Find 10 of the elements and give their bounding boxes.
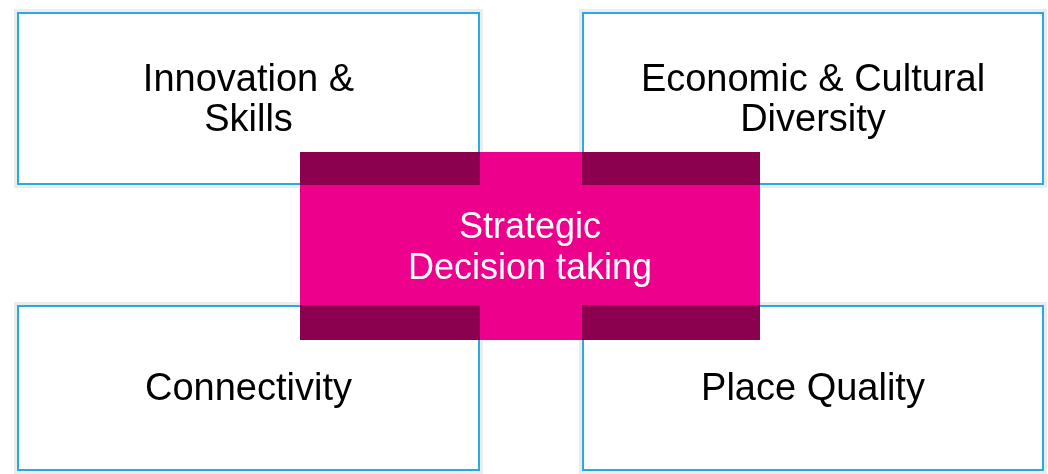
topic-label: Economic & Cultural Diversity bbox=[639, 58, 987, 139]
topic-label: Connectivity bbox=[145, 368, 352, 408]
topic-box bbox=[17, 12, 480, 185]
topic-label: Innovation & Skills bbox=[141, 58, 356, 139]
central-box bbox=[300, 152, 760, 340]
topic-label: Place Quality bbox=[701, 368, 925, 408]
topic-box bbox=[582, 305, 1044, 471]
central-label: Strategic Decision taking bbox=[406, 204, 654, 288]
topic-box bbox=[582, 12, 1044, 185]
topic-box bbox=[17, 305, 480, 471]
